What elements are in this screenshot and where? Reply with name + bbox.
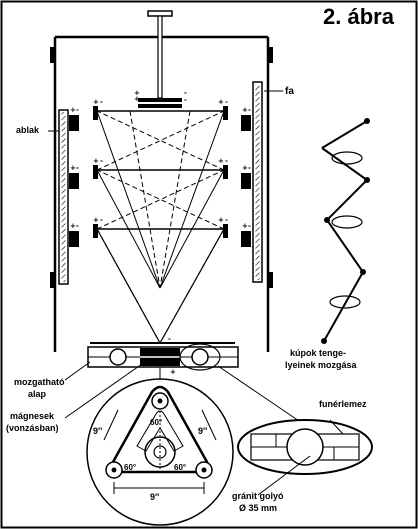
cones bbox=[93, 106, 228, 344]
svg-text:+: + bbox=[218, 216, 224, 224]
cabinet bbox=[50, 35, 273, 352]
svg-text:+: + bbox=[93, 216, 99, 224]
angle-right: 60° bbox=[174, 463, 186, 472]
svg-text:-: - bbox=[248, 164, 251, 172]
svg-text:-: - bbox=[76, 222, 79, 230]
dim-bottom: 9'' bbox=[150, 492, 159, 502]
label-fa: fa bbox=[285, 86, 294, 97]
zoom-callout bbox=[217, 365, 373, 496]
leader-lines bbox=[48, 90, 283, 419]
svg-text:+: + bbox=[70, 164, 76, 172]
svg-text:-: - bbox=[248, 106, 251, 114]
svg-text:-: - bbox=[184, 89, 187, 97]
svg-text:-: - bbox=[76, 106, 79, 114]
svg-text:+: + bbox=[70, 106, 76, 114]
svg-text:-: - bbox=[225, 216, 228, 224]
angle-left: 60° bbox=[124, 463, 136, 472]
label-axes-1: kúpok tenge- bbox=[290, 348, 346, 358]
cone-axes-motion bbox=[321, 118, 370, 344]
movable-base bbox=[87, 342, 239, 395]
dim-side-right: 9'' bbox=[198, 426, 207, 436]
zoom-ellipse bbox=[179, 343, 221, 371]
svg-text:+: + bbox=[70, 222, 76, 230]
svg-text:+: + bbox=[170, 368, 176, 376]
label-magnets-2: (vonzásban) bbox=[6, 423, 59, 433]
label-axes-2: lyeinek mozgása bbox=[285, 360, 358, 370]
right-wood-panel bbox=[241, 81, 263, 283]
svg-text:+: + bbox=[242, 164, 248, 172]
left-window bbox=[58, 109, 79, 285]
svg-text:-: - bbox=[100, 216, 103, 224]
polarity-signs: + + - - + - + - + - + - + - + - + - + - … bbox=[70, 89, 251, 376]
label-ball-2: Ø 35 mm bbox=[239, 503, 277, 513]
label-base-1: mozgatható bbox=[14, 377, 65, 387]
label-base-2: alap bbox=[28, 389, 47, 399]
svg-text:+: + bbox=[218, 157, 224, 165]
label-ball-1: gránit golyó bbox=[232, 491, 284, 501]
svg-text:-: - bbox=[100, 157, 103, 165]
svg-text:-: - bbox=[168, 335, 171, 343]
label-plate: funérlemez bbox=[319, 399, 367, 409]
svg-text:+: + bbox=[134, 95, 140, 103]
svg-text:-: - bbox=[225, 98, 228, 106]
top-suspension bbox=[138, 10, 182, 108]
svg-text:+: + bbox=[218, 98, 224, 106]
figure-title: 2. ábra bbox=[323, 4, 395, 29]
label-magnets-1: mágnesek bbox=[10, 411, 55, 421]
svg-text:+: + bbox=[242, 106, 248, 114]
svg-text:-: - bbox=[225, 157, 228, 165]
svg-text:-: - bbox=[184, 96, 187, 104]
ball-left bbox=[109, 348, 127, 366]
svg-text:-: - bbox=[248, 222, 251, 230]
svg-text:+: + bbox=[93, 98, 99, 106]
base-plate-top-view bbox=[86, 378, 234, 526]
ball-right bbox=[191, 348, 209, 366]
svg-text:-: - bbox=[100, 98, 103, 106]
svg-text:+: + bbox=[134, 89, 140, 97]
label-ablak: ablak bbox=[16, 125, 40, 135]
svg-text:+: + bbox=[242, 222, 248, 230]
angle-top: 60° bbox=[150, 418, 162, 427]
dim-side-left: 9'' bbox=[93, 426, 102, 436]
zoom-ball bbox=[286, 428, 324, 466]
svg-text:+: + bbox=[93, 157, 99, 165]
svg-text:-: - bbox=[76, 164, 79, 172]
